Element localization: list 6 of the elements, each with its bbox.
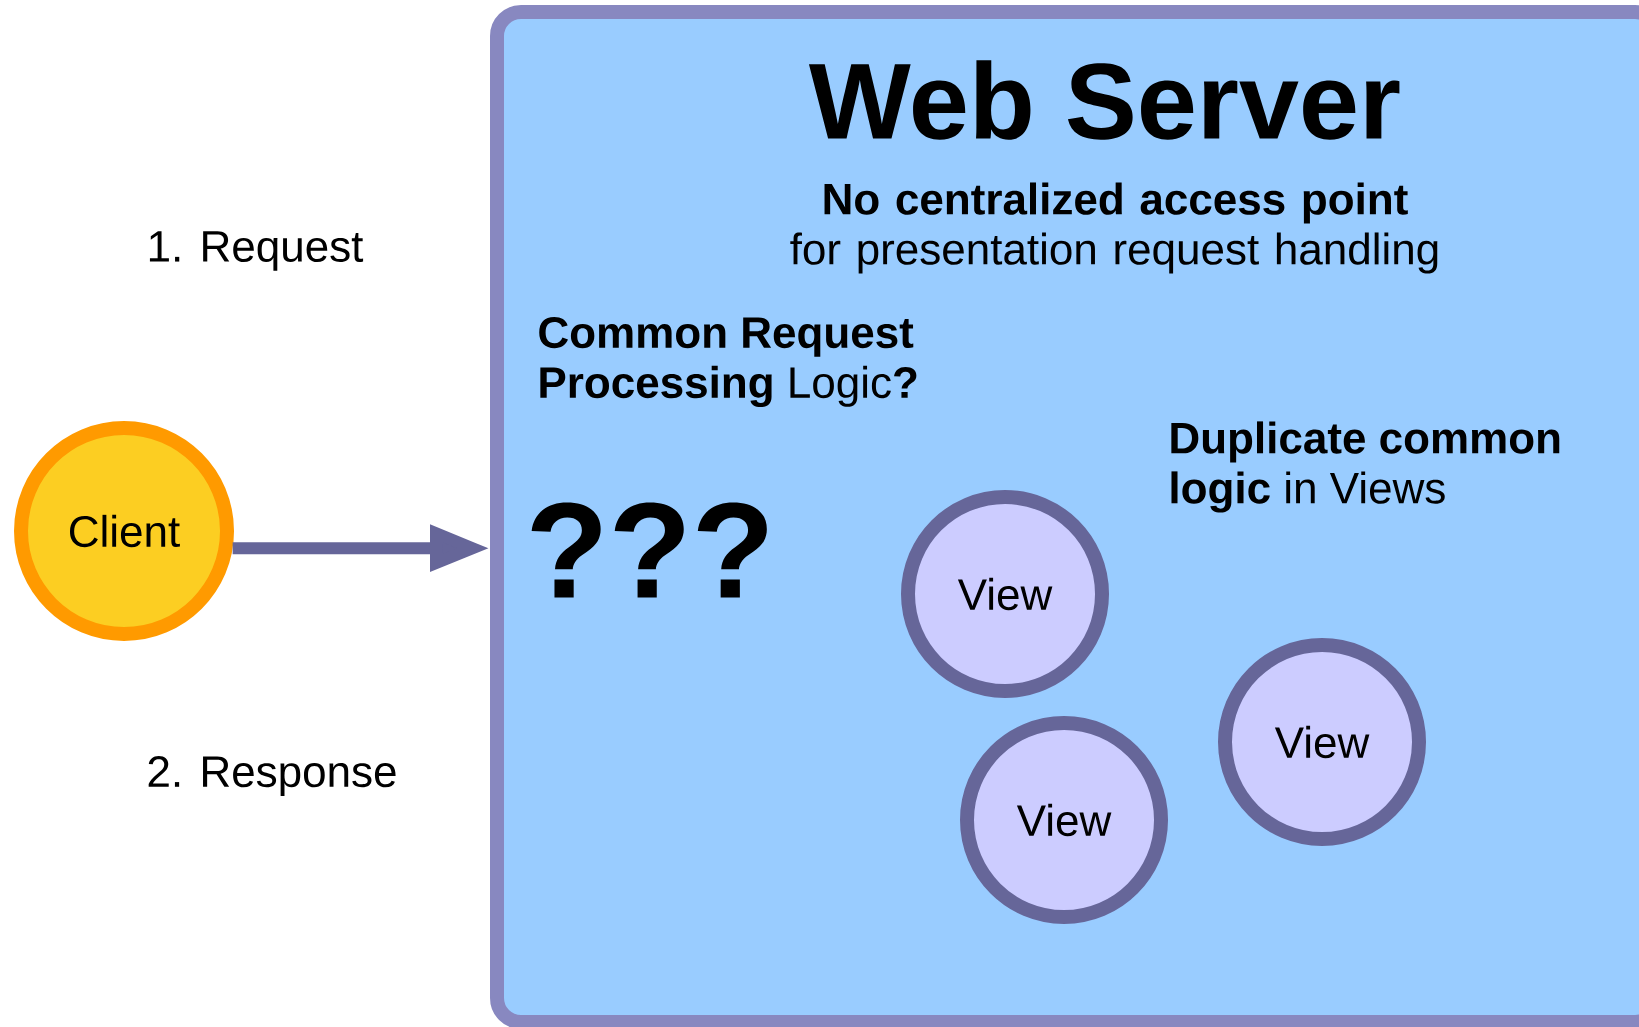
- step-label: 2. Response: [148, 756, 396, 796]
- subtitle-text: No centralized access point for presentation request handling: [790, 182, 1438, 274]
- note-text: Common Request Processing Logic?: [539, 316, 917, 407]
- question-marks: ???: [531, 502, 767, 598]
- note-text: Duplicate common logic in Views: [1171, 421, 1560, 513]
- step-label: 1. Request: [149, 231, 364, 271]
